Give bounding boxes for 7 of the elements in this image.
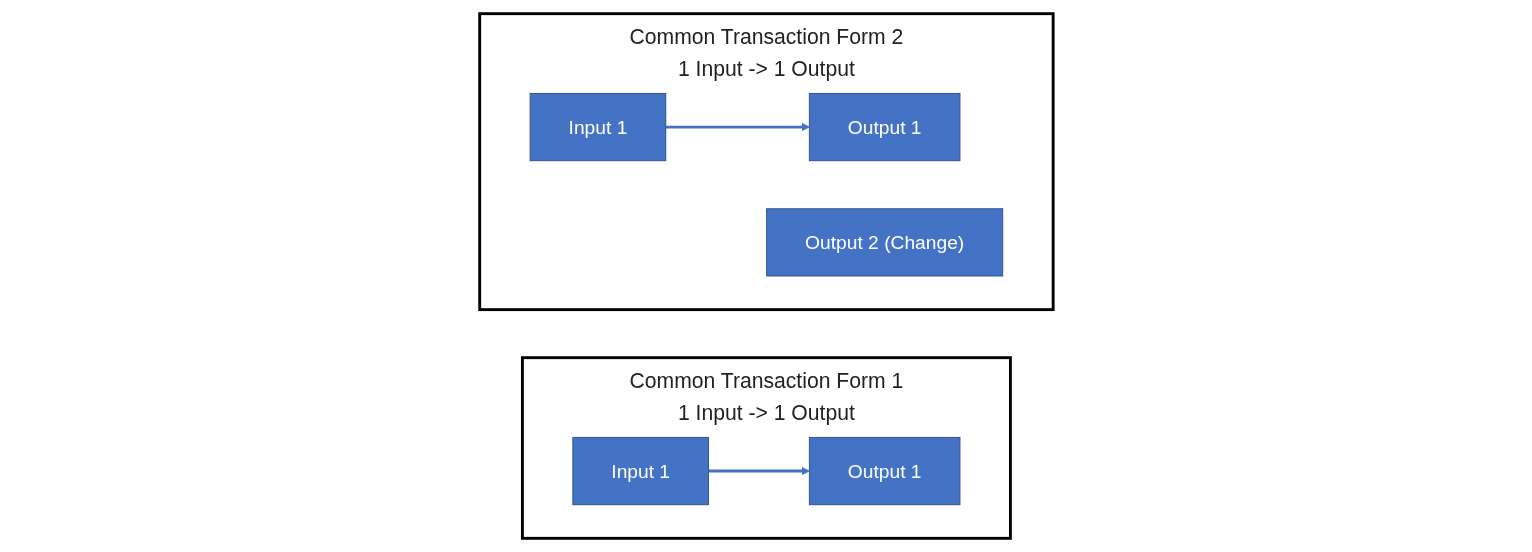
arrow bbox=[708, 466, 810, 476]
node-box: Input 1 bbox=[571, 436, 709, 506]
arrow bbox=[665, 122, 810, 132]
node-box: Output 1 bbox=[808, 436, 961, 506]
node-box: Input 1 bbox=[529, 92, 666, 162]
node-box: Output 1 bbox=[808, 92, 961, 162]
node-box: Output 2 (Change) bbox=[765, 208, 1003, 277]
